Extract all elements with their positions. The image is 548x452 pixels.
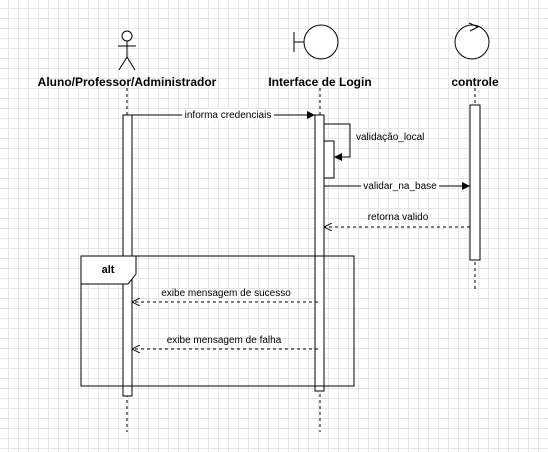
control-icon (454, 22, 490, 60)
boundary-activation (314, 114, 325, 392)
message-label-validacao-local: validação_local (356, 132, 424, 143)
message-label-exibe-falha: exibe mensagem de falha (167, 335, 282, 346)
message-label-exibe-sucesso: exibe mensagem de sucesso (161, 288, 291, 299)
alt-fragment: alt (80, 255, 355, 387)
message-label-retorna-valido: retorna valido (368, 212, 429, 223)
alt-operator-label: alt (102, 264, 115, 276)
message-label-informa-credenciais: informa credenciais (185, 110, 272, 121)
boundary-self-activation (323, 140, 335, 179)
boundary-icon (293, 24, 339, 60)
control-activation (469, 104, 481, 261)
stick-figure-actor-icon (118, 30, 136, 71)
message-arrow-validacao-local (324, 123, 351, 161)
control-label: controle (451, 75, 499, 89)
message-label-validar-na-base: validar_na_base (363, 181, 437, 192)
boundary-label: Interface de Login (268, 75, 371, 89)
actor-label: Aluno/Professor/Administrador (38, 75, 217, 89)
